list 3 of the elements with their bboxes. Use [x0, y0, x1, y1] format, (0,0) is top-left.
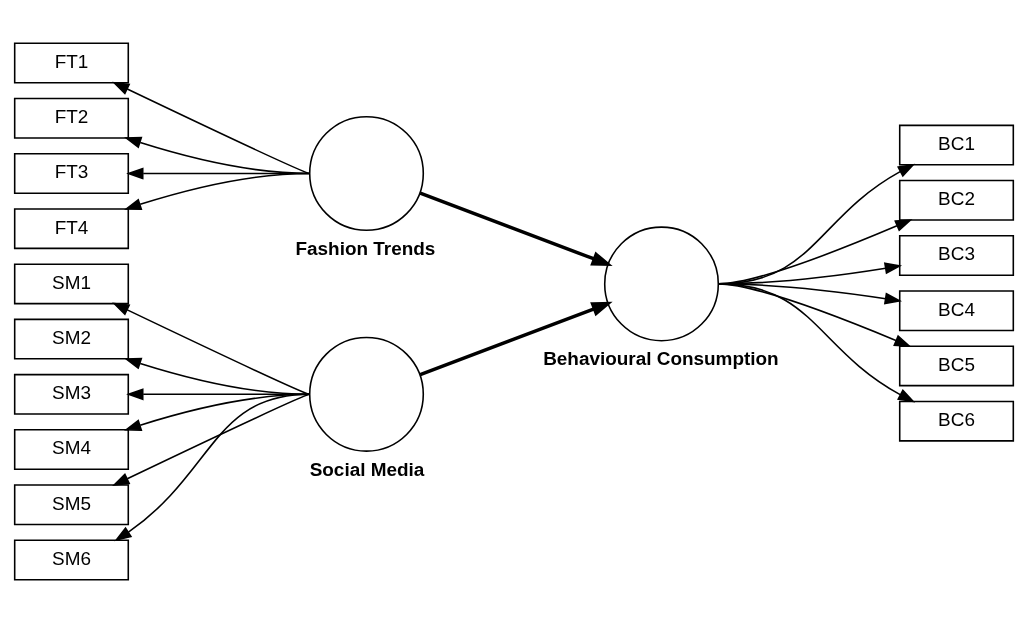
node-label: Social Media [309, 458, 425, 480]
node-label: Behavioural Consumption [543, 348, 779, 370]
node-label: Fashion Trends [295, 237, 436, 259]
